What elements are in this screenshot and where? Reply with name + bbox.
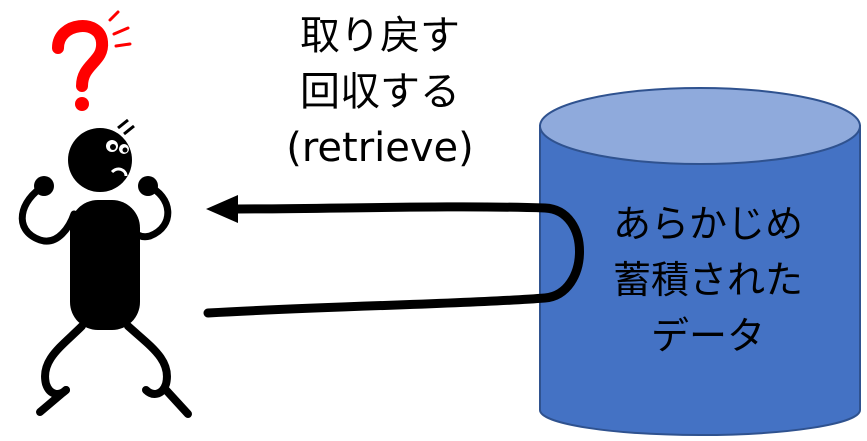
retrieve-caption: 取り戻す 回収する (retrieve) bbox=[250, 8, 510, 176]
database-label-line-2: 蓄積された bbox=[612, 258, 803, 302]
question-mark-icon bbox=[52, 10, 132, 111]
database-label-line-3: データ bbox=[650, 314, 765, 358]
confused-person-icon bbox=[18, 118, 192, 418]
caption-line-1: 取り戻す bbox=[300, 13, 460, 59]
database-label-line-1: あらかじめ bbox=[612, 202, 803, 246]
database-cylinder-icon bbox=[539, 87, 861, 436]
caption-line-2: 回収する bbox=[300, 69, 460, 115]
caption-line-3: (retrieve) bbox=[286, 125, 474, 171]
retrieve-arrow-icon bbox=[203, 195, 584, 318]
database-label: あらかじめ 蓄積された データ bbox=[568, 196, 848, 364]
